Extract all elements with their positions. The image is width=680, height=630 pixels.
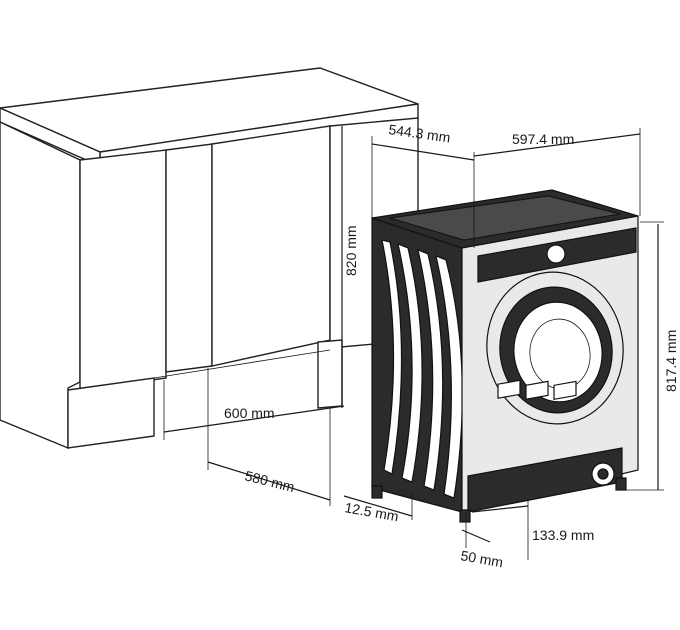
- left-cabinet-front: [79, 149, 167, 391]
- niche-back-wall: [211, 125, 331, 367]
- program-knob-icon: [546, 244, 566, 264]
- offset-label: 12.5 mm: [343, 499, 399, 524]
- width-top-label: 597.4 mm: [512, 131, 574, 147]
- washing-machine: [371, 189, 639, 523]
- niche-inner-side: [165, 143, 213, 373]
- door-glass: [513, 301, 603, 403]
- machine-height-label: 817.4 mm: [663, 330, 679, 392]
- panel-label: 133.9 mm: [532, 527, 594, 543]
- machine-top-inner: [389, 195, 621, 241]
- dimension-lines: [163, 126, 664, 560]
- niche-width-label: 600 mm: [224, 405, 275, 421]
- side-rib-1: [381, 239, 403, 475]
- side-rib-4: [435, 255, 463, 499]
- side-rib-3: [417, 249, 444, 491]
- foot-label: 50 mm: [459, 547, 504, 570]
- left-plinth: [67, 377, 155, 449]
- niche-depth-label: 580 mm: [243, 467, 296, 495]
- niche-height-label: 820 mm: [343, 225, 359, 276]
- side-rib-2: [397, 243, 423, 483]
